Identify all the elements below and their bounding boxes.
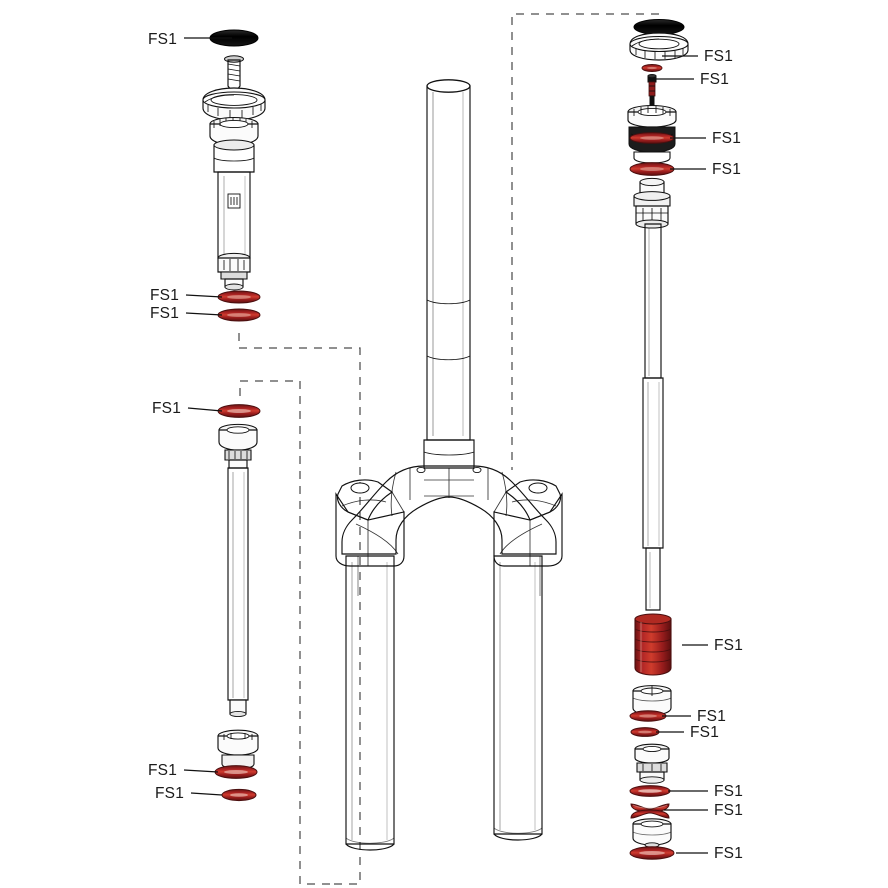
part-label: FS1 bbox=[148, 31, 177, 48]
stanchion-tubes bbox=[357, 556, 541, 596]
o-ring bbox=[629, 710, 667, 722]
part-label: FS1 bbox=[712, 161, 741, 178]
cap-bolt bbox=[224, 55, 244, 95]
top-cap-seal-black bbox=[633, 19, 685, 35]
left-lower-leg bbox=[345, 555, 395, 851]
seal-head bbox=[632, 818, 672, 848]
part-label: FS1 bbox=[150, 305, 179, 322]
o-ring bbox=[217, 404, 261, 418]
part-label: FS1 bbox=[690, 724, 719, 741]
callout-c10: FS1 bbox=[670, 161, 741, 178]
o-ring bbox=[629, 132, 675, 144]
valve-core bbox=[647, 74, 657, 107]
callout-c2: FS1 bbox=[150, 287, 223, 304]
air-shaft bbox=[642, 223, 664, 611]
part-label: FS1 bbox=[150, 287, 179, 304]
damper-shaft bbox=[227, 467, 249, 701]
part-label: FS1 bbox=[714, 783, 743, 800]
callout-c7: FS1 bbox=[662, 48, 733, 65]
callout-layer: FS1FS1FS1FS1FS1FS1FS1FS1FS1FS1FS1FS1FS1F… bbox=[148, 31, 743, 862]
part-label: FS1 bbox=[697, 708, 726, 725]
part-label: FS1 bbox=[152, 400, 181, 417]
part-label: FS1 bbox=[714, 802, 743, 819]
guide-line-left-bottom bbox=[239, 380, 332, 885]
assembly-guide-lines bbox=[238, 13, 659, 885]
glide-ring bbox=[629, 785, 671, 797]
leader-line bbox=[185, 312, 223, 316]
callout-c13: FS1 bbox=[656, 724, 719, 741]
guide-line-right-top bbox=[511, 13, 659, 470]
o-ring bbox=[630, 727, 660, 737]
fork-center-assembly bbox=[335, 79, 563, 851]
part-label: FS1 bbox=[148, 762, 177, 779]
leader-line bbox=[190, 792, 223, 796]
callout-c8: FS1 bbox=[656, 71, 729, 88]
callout-c9: FS1 bbox=[670, 130, 741, 147]
leader-line bbox=[187, 407, 223, 412]
callout-c6: FS1 bbox=[155, 785, 223, 802]
part-label: FS1 bbox=[714, 845, 743, 862]
left-bottom-assembly bbox=[214, 404, 261, 802]
steerer-tube bbox=[426, 79, 471, 441]
callout-c15: FS1 bbox=[664, 802, 743, 819]
piston-body bbox=[634, 743, 670, 784]
right-bottom-assembly bbox=[629, 613, 675, 860]
o-ring bbox=[214, 765, 258, 779]
bottom-nut bbox=[217, 729, 259, 770]
leader-line bbox=[183, 769, 219, 773]
callout-c3: FS1 bbox=[150, 305, 223, 322]
part-label: FS1 bbox=[714, 637, 743, 654]
guide-line-left-top bbox=[238, 333, 361, 885]
air-piston bbox=[633, 177, 671, 229]
spacer bbox=[632, 685, 672, 716]
part-label: FS1 bbox=[712, 130, 741, 147]
right-lower-leg bbox=[493, 555, 543, 841]
o-ring bbox=[221, 788, 257, 802]
callout-c12: FS1 bbox=[662, 708, 726, 725]
crown-steerer-junction bbox=[423, 439, 475, 469]
callout-c4: FS1 bbox=[152, 400, 223, 417]
air-cap bbox=[629, 32, 689, 61]
callout-c1: FS1 bbox=[148, 31, 232, 48]
damper-body bbox=[213, 139, 255, 259]
seal-head bbox=[218, 423, 258, 469]
quad-ring-x-seal bbox=[630, 803, 670, 819]
part-label: FS1 bbox=[155, 785, 184, 802]
small-o-ring bbox=[641, 63, 663, 73]
o-ring bbox=[217, 290, 261, 304]
bottom-out-bumper bbox=[634, 613, 672, 676]
piston-head bbox=[217, 252, 251, 291]
part-label: FS1 bbox=[704, 48, 733, 65]
left-top-assembly bbox=[202, 29, 266, 322]
o-ring bbox=[217, 308, 261, 322]
part-label: FS1 bbox=[700, 71, 729, 88]
callout-c11: FS1 bbox=[682, 637, 743, 654]
shaft-end bbox=[229, 699, 247, 718]
leader-line bbox=[185, 294, 223, 298]
o-ring bbox=[629, 162, 675, 176]
callout-c14: FS1 bbox=[668, 783, 743, 800]
callout-c5: FS1 bbox=[148, 762, 219, 779]
callout-c16: FS1 bbox=[676, 845, 743, 862]
fork-crown bbox=[335, 465, 563, 567]
adjuster-knob bbox=[202, 87, 266, 121]
o-ring bbox=[629, 846, 675, 860]
